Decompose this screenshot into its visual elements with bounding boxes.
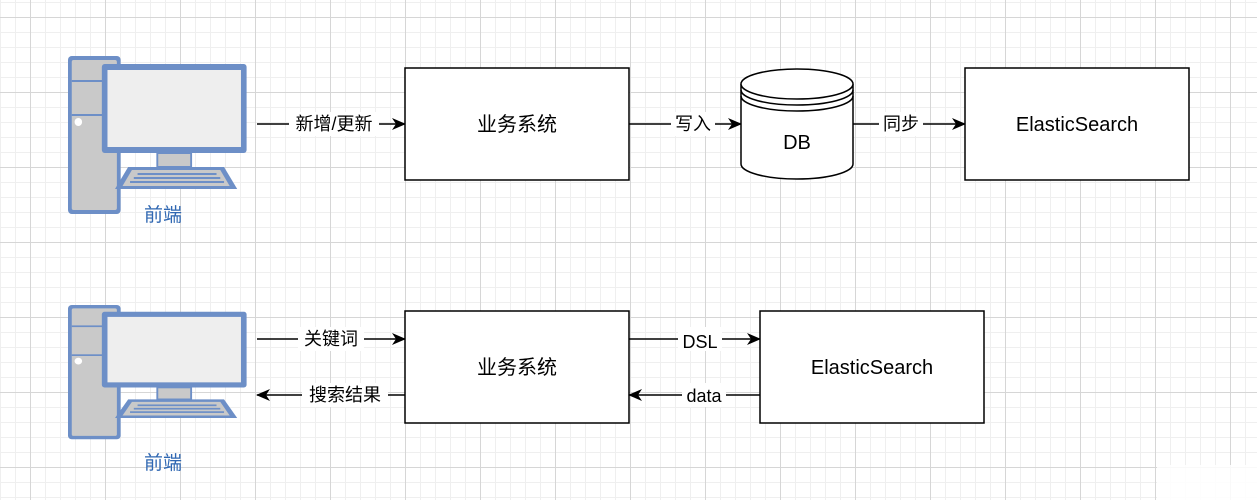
flow2-edge-service-client: 搜索结果 [256, 383, 405, 407]
database-cylinder-icon [740, 68, 854, 180]
flow1-edge-label-add-update: 新增/更新 [295, 114, 372, 134]
flow2-es-label: ElasticSearch [811, 357, 933, 379]
edge-label-bg [302, 383, 388, 407]
flow2-client: 前端 [67, 304, 248, 474]
flow2-es-box: ElasticSearch [759, 310, 985, 424]
elasticsearch-box [759, 310, 985, 424]
flow2-edge-label-data: data [686, 386, 722, 406]
flow2-edge-label-keyword: 关键词 [304, 329, 358, 349]
flow2-edge-es-service: data [628, 383, 760, 407]
flow2-edge-client-service: 关键词 [257, 327, 406, 351]
flow1-edge-label-write: 写入 [675, 114, 711, 134]
flow2-service-box: 业务系统 [404, 310, 630, 424]
flow1-client-label: 前端 [144, 204, 182, 226]
desktop-computer-icon [67, 304, 248, 441]
flow1-database: DB [740, 68, 854, 180]
edge-label-bg [682, 383, 726, 407]
flow1-client: 前端 [67, 55, 248, 226]
flow1-edge-db-es: 同步 [853, 112, 966, 136]
flow2-edge-label-dsl: DSL [682, 332, 717, 352]
flow2-service-label: 业务系统 [477, 356, 557, 379]
flow2-edge-service-es: DSL [629, 327, 761, 352]
watermark-overlay [1157, 465, 1257, 500]
flow1-service-label: 业务系统 [477, 113, 557, 136]
edge-label-bg [298, 327, 364, 351]
service-box [404, 310, 630, 424]
edge-label-bg [879, 112, 923, 136]
flow1-edge-service-db: 写入 [629, 112, 742, 136]
flow1-edge-client-service: 新增/更新 [257, 112, 406, 136]
flow1-es-box: ElasticSearch [964, 67, 1190, 181]
service-box [404, 67, 630, 181]
desktop-computer-icon [67, 55, 248, 215]
flow1-es-label: ElasticSearch [1016, 114, 1138, 136]
flow1-edge-label-sync: 同步 [883, 114, 919, 134]
flow1-service-box: 业务系统 [404, 67, 630, 181]
edge-label-bg [289, 112, 379, 136]
edge-label-bg [678, 327, 722, 351]
elasticsearch-box [964, 67, 1190, 181]
flow2-client-label: 前端 [144, 452, 182, 474]
flow2-edge-label-results: 搜索结果 [309, 385, 381, 405]
edge-label-bg [671, 112, 715, 136]
flow1-db-label: DB [783, 132, 811, 154]
